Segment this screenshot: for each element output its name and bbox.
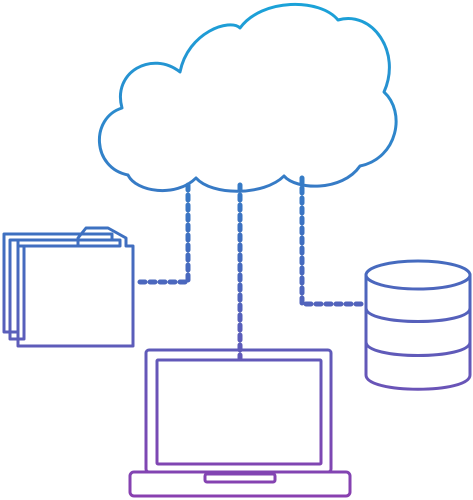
connector-cloud-folders: [132, 182, 191, 285]
database-icon: [364, 259, 472, 391]
connector-cloud-database: [299, 175, 367, 307]
cloud-icon: [97, 3, 398, 193]
folder-icon: [2, 226, 135, 348]
laptop-icon: [128, 348, 352, 498]
connectors: [132, 175, 367, 361]
